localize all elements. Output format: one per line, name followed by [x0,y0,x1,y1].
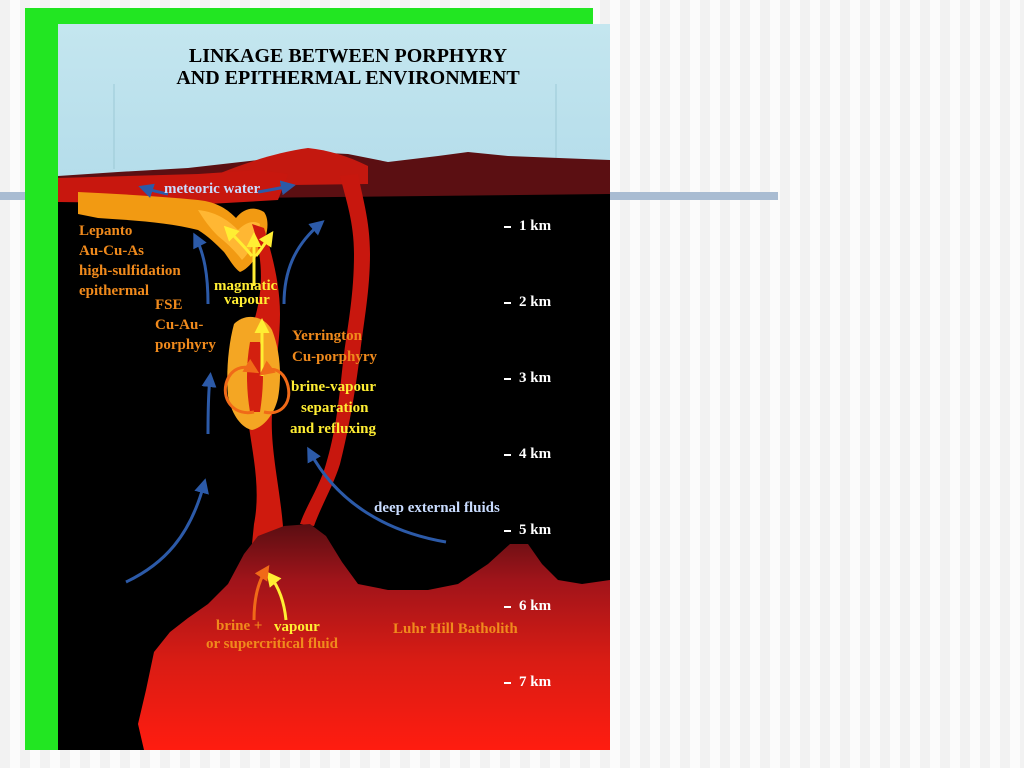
cross-section-diagram: LINKAGE BETWEEN PORPHYRY AND EPITHERMAL … [58,24,610,750]
depth-label: 4 km [519,446,552,462]
label-meteoric-water: meteoric water [164,181,261,197]
label-lepanto-line3: high-sulfidation [79,263,181,279]
label-deep-external-fluids: deep external fluids [374,500,500,516]
depth-label: 2 km [519,294,552,310]
label-brine-plus: brine + [216,618,263,634]
depth-tick-2km: 2 km [504,294,551,311]
label-lepanto-line1: Lepanto [79,223,133,239]
depth-tick-mark [504,453,511,456]
cross-section-graphic [58,24,610,750]
label-fse-line3: porphyry [155,337,216,353]
depth-tick-mark [504,605,511,608]
fluid-arrow-deep-left [125,478,209,584]
fluid-arrow-porphyry-left [201,372,217,435]
vapour-arrow-left [223,225,254,257]
depth-tick-1km: 1 km [504,218,551,235]
depth-tick-7km: 7 km [504,674,551,691]
meteoric-arrow-right [257,180,296,196]
vapour-arrow-right [254,231,274,257]
label-magmatic-vapour-line2: vapour [224,292,270,308]
reflux-loop-left [223,358,260,415]
diagram-title-line2: AND EPITHERMAL ENVIRONMENT [176,67,520,89]
label-lepanto-line4: epithermal [79,283,149,299]
label-magmatic-vapour-line1: magmatic [214,278,278,294]
depth-label: 1 km [519,218,552,234]
depth-tick-5km: 5 km [504,522,551,539]
depth-tick-3km: 3 km [504,370,551,387]
fluid-arrow-epithermal-right [282,220,325,305]
label-fse-line1: FSE [155,297,183,313]
depth-label: 6 km [519,598,552,614]
label-luhr-hill-batholith: Luhr Hill Batholith [393,621,518,637]
fluid-arrow-epithermal-left [193,232,210,305]
depth-tick-6km: 6 km [504,598,551,615]
label-yerrington-line2: Cu-porphyry [292,349,378,365]
diagram-frame: LINKAGE BETWEEN PORPHYRY AND EPITHERMAL … [25,8,610,750]
epithermal-zone [78,192,268,272]
label-vapour: vapour [274,619,320,635]
vapour-arrow-batholith [266,571,288,621]
label-supercritical-fluid: or supercritical fluid [206,636,338,652]
brine-arrow-batholith [252,565,270,621]
depth-label: 3 km [519,370,552,386]
depth-tick-mark [504,529,511,532]
depth-tick-mark [504,681,511,684]
depth-label: 5 km [519,522,552,538]
depth-tick-mark [504,301,511,304]
label-fse-line2: Cu-Au- [155,317,204,333]
depth-tick-mark [504,225,511,228]
label-yerrington-line1: Yerrington [292,328,362,344]
label-brine-vapour-line3: and refluxing [290,421,376,437]
meteoric-arrow-left [138,183,169,198]
depth-label: 7 km [519,674,552,690]
right-conduit [300,174,370,526]
fluid-arrow-deep-right [307,446,447,544]
label-brine-vapour-line2: separation [301,400,369,416]
reflux-loop-right [259,360,291,415]
diagram-title-line1: LINKAGE BETWEEN PORPHYRY [188,45,508,67]
depth-tick-4km: 4 km [504,446,551,463]
label-lepanto-line2: Au-Cu-As [79,243,145,259]
label-brine-vapour-line1: brine-vapour [291,379,377,395]
depth-tick-mark [504,377,511,380]
